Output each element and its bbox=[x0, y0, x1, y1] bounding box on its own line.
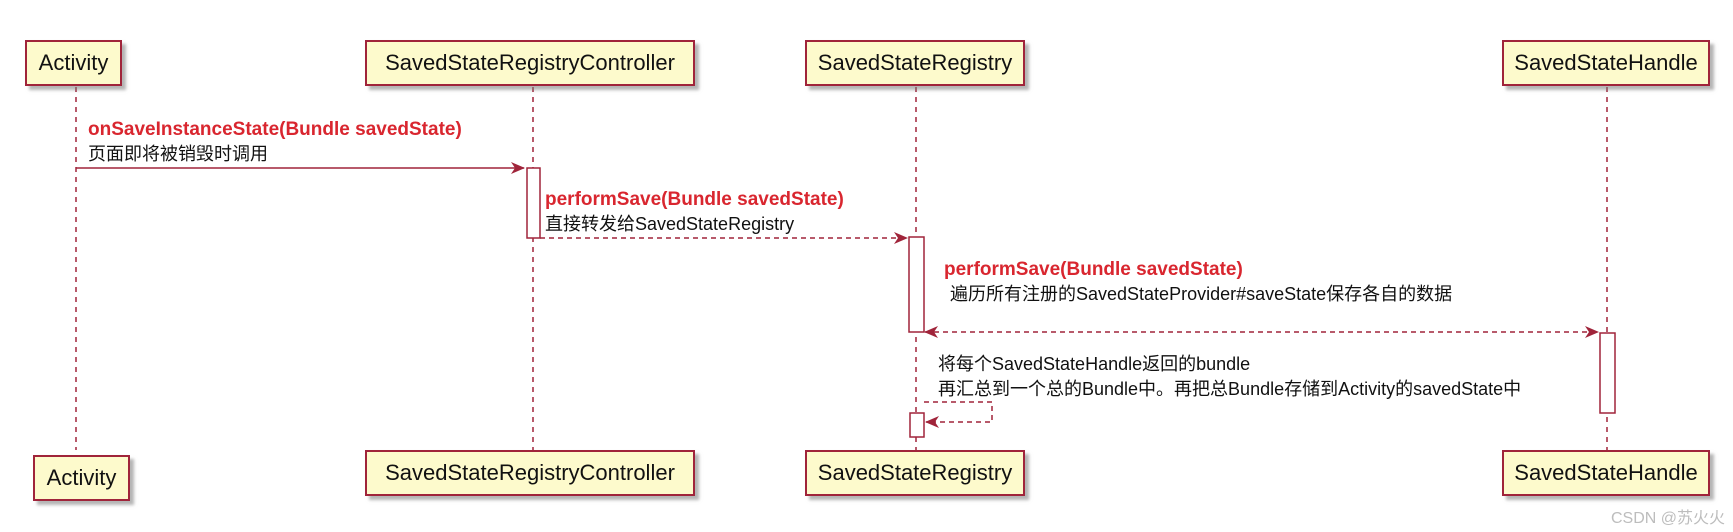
message-4-line2: 再汇总到一个总的Bundle中。再把总Bundle存储到Activity的sav… bbox=[938, 379, 1522, 399]
message-2-desc: 直接转发给SavedStateRegistry bbox=[545, 214, 795, 234]
message-3-desc: 遍历所有注册的SavedStateProvider#saveState保存各自的… bbox=[950, 284, 1453, 304]
message-4-line1: 将每个SavedStateHandle返回的bundle bbox=[938, 354, 1251, 374]
message-2-label: performSave(Bundle savedState) 直接转发给Save… bbox=[545, 188, 844, 236]
participant-activity-top: Activity bbox=[25, 40, 122, 86]
participant-handle-top: SavedStateHandle bbox=[1502, 40, 1710, 86]
message-4-label: 将每个SavedStateHandle返回的bundle 再汇总到一个总的Bun… bbox=[938, 352, 1521, 402]
message-1-label: onSaveInstanceState(Bundle savedState) 页… bbox=[88, 118, 462, 166]
participant-handle-bottom: SavedStateHandle bbox=[1502, 450, 1710, 496]
message-2-method: performSave(Bundle savedState) bbox=[545, 189, 844, 210]
message-1-method: onSaveInstanceState(Bundle savedState) bbox=[88, 119, 462, 140]
activation-registry bbox=[908, 236, 925, 333]
activation-registry-self bbox=[909, 412, 925, 438]
participant-activity-bottom: Activity bbox=[33, 455, 130, 501]
message-1-desc: 页面即将被销毁时调用 bbox=[88, 144, 268, 164]
watermark: CSDN @苏火火 bbox=[1610, 510, 1725, 527]
arrow-registry-self bbox=[924, 401, 993, 428]
activation-controller bbox=[526, 167, 541, 239]
participant-registry-top: SavedStateRegistry bbox=[805, 40, 1025, 86]
participant-registry-bottom: SavedStateRegistry bbox=[805, 450, 1025, 496]
participant-controller-bottom: SavedStateRegistryController bbox=[365, 450, 695, 496]
participant-controller-top: SavedStateRegistryController bbox=[365, 40, 695, 86]
message-3-method: performSave(Bundle savedState) bbox=[944, 259, 1243, 280]
activation-handle bbox=[1599, 332, 1616, 414]
message-3-label: performSave(Bundle savedState) 遍历所有注册的Sa… bbox=[944, 258, 1452, 306]
